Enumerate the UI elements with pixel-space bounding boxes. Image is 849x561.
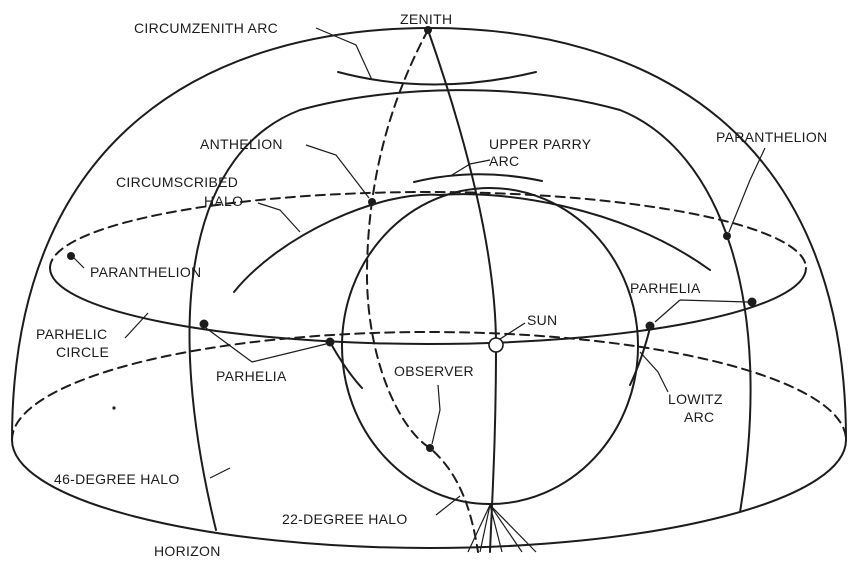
label-parhelia-right: PARHELIA xyxy=(630,280,701,296)
leader-parhelia-right xyxy=(654,299,749,323)
label-observer: OBSERVER xyxy=(394,363,474,379)
label-circumscribed-line1: CIRCUMSCRIBED xyxy=(116,174,238,190)
label-sun: SUN xyxy=(527,312,557,328)
circumscribed-halo-arc xyxy=(233,193,711,293)
observer-point xyxy=(426,444,434,452)
leader-parhelia-left xyxy=(205,327,327,363)
label-lowitz-line2: ARC xyxy=(684,409,714,425)
leader-sun xyxy=(499,322,526,340)
label-parhelic-line1: PARHELIC xyxy=(36,326,107,342)
zenith-point xyxy=(424,26,432,34)
label-upper-parry-line1: UPPER PARRY xyxy=(489,136,592,152)
leader-lines xyxy=(73,27,766,516)
leader-circumscribed xyxy=(257,202,301,233)
label-paranthelion-left: PARANTHELION xyxy=(90,264,201,280)
anthelion-point xyxy=(368,198,376,206)
label-horizon: HORIZON xyxy=(154,543,221,559)
leader-upper-parry xyxy=(451,159,491,176)
parhelion-left-outer-point xyxy=(199,319,209,329)
parhelic-circle-back xyxy=(49,191,807,269)
leader-anthelion xyxy=(305,144,370,199)
parhelion-right-outer-point xyxy=(747,297,757,307)
upper-parry-arc xyxy=(413,173,543,183)
label-circumzenith-arc: CIRCUMZENITH ARC xyxy=(134,20,278,36)
paranthelion-right-point xyxy=(723,232,731,240)
sun-point xyxy=(488,337,504,353)
horizon-front xyxy=(11,439,847,549)
twenty-two-degree-halo-ring xyxy=(341,187,639,505)
label-parhelic-line2: CIRCLE xyxy=(56,344,109,360)
leader-lowitz xyxy=(639,351,669,393)
label-parhelia-left: PARHELIA xyxy=(216,368,287,384)
label-lowitz-line1: LOWITZ xyxy=(668,391,723,407)
stray-speck xyxy=(112,406,116,410)
label-zenith: ZENITH xyxy=(400,11,452,27)
leader-paranthelion-right xyxy=(728,147,766,233)
anti-solar-meridian xyxy=(365,29,479,553)
solar-meridian xyxy=(427,29,497,553)
label-anthelion: ANTHELION xyxy=(200,136,283,152)
lowitz-arc-right xyxy=(629,327,651,386)
leader-22-halo xyxy=(435,495,461,516)
leader-paranthelion-left xyxy=(73,257,85,269)
leader-parhelic-circle xyxy=(124,312,149,339)
label-upper-parry-line2: ARC xyxy=(489,153,519,169)
leader-observer xyxy=(431,384,441,445)
parhelic-circle-front xyxy=(49,267,807,345)
label-46-degree-halo: 46-DEGREE HALO xyxy=(54,471,180,487)
leader-46-halo xyxy=(209,467,231,479)
leader-circumzenith xyxy=(315,27,373,81)
paranthelion-left-point xyxy=(67,252,75,260)
parhelion-left-inner-point xyxy=(325,337,335,347)
label-circumscribed-line2: HALO xyxy=(204,193,243,209)
circumzenith-arc xyxy=(337,71,537,86)
forty-six-degree-halo-ring xyxy=(188,89,752,531)
horizon-back xyxy=(11,331,847,441)
bottom-fan-lines xyxy=(467,504,537,553)
lowitz-arc-left xyxy=(329,341,363,389)
label-paranthelion-right: PARANTHELION xyxy=(716,129,827,145)
parhelion-right-inner-point xyxy=(645,321,655,331)
label-22-degree-halo: 22-DEGREE HALO xyxy=(282,511,408,527)
